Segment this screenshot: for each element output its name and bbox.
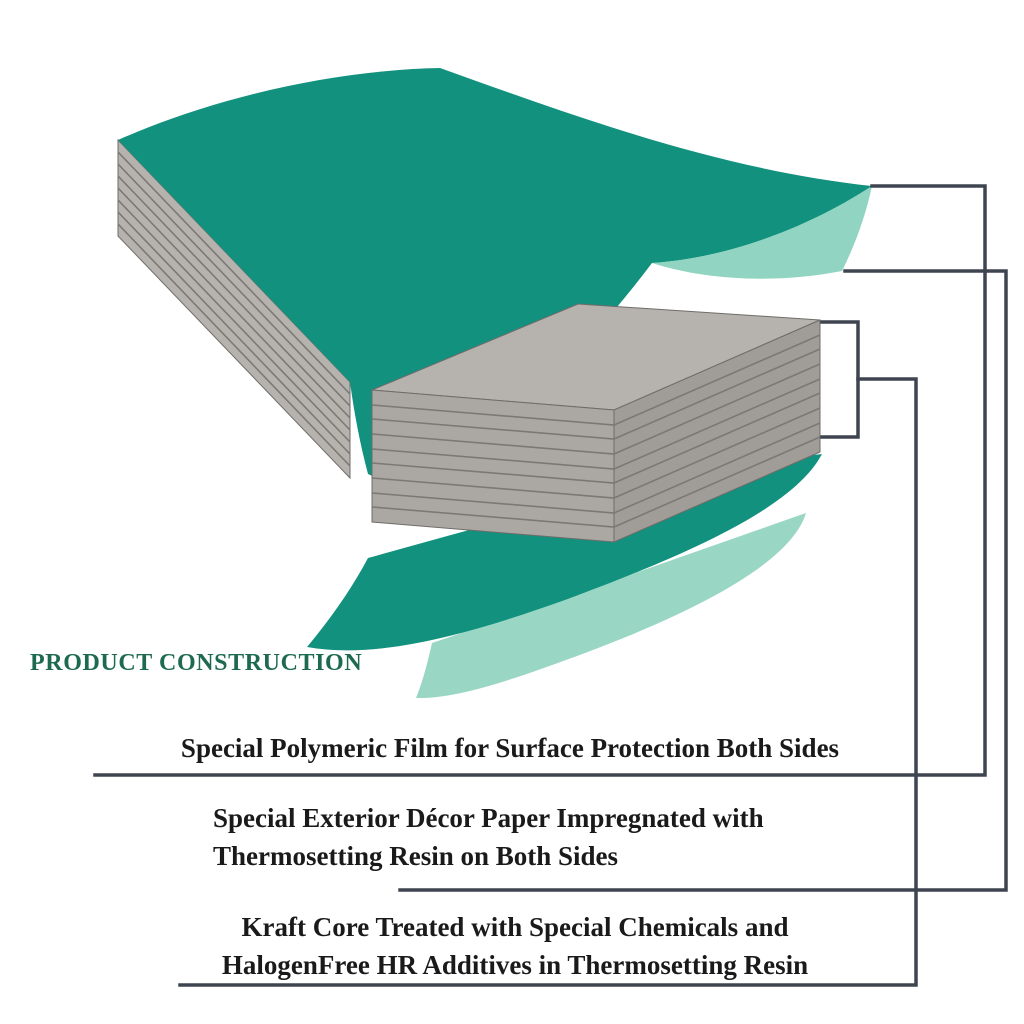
stack-layer-lines [117,151,351,467]
film-callout: Special Polymeric Film for Surface Prote… [60,729,960,767]
core-callout: Kraft Core Treated with Special Chemical… [100,908,930,984]
laminate-stack-side-face [117,138,351,480]
core-bracket [820,320,860,439]
film-callout-text: Special Polymeric Film for Surface Prote… [180,733,840,763]
decor-callout: Special Exterior Décor Paper Impregnated… [213,799,764,875]
core-callout-line2: HalogenFree HR Additives in Thermosettin… [221,950,809,980]
core-connector-line [178,377,918,987]
diagram-title: PRODUCT CONSTRUCTION [30,650,363,676]
backing-sheet-shape [416,513,806,699]
film-underside-shape [652,186,872,279]
surface-film-shape [118,68,872,482]
decor-callout-line1: Special Exterior Décor Paper Impregnated… [213,803,764,833]
core-callout-line1: Kraft Core Treated with Special Chemical… [241,912,789,942]
decor-connector-line [398,269,1008,892]
kraft-core-slab [371,303,821,543]
decor-callout-line2: Thermosetting Resin on Both Sides [213,841,619,871]
core-layer-lines [371,334,821,528]
film-connector-line [93,184,987,777]
